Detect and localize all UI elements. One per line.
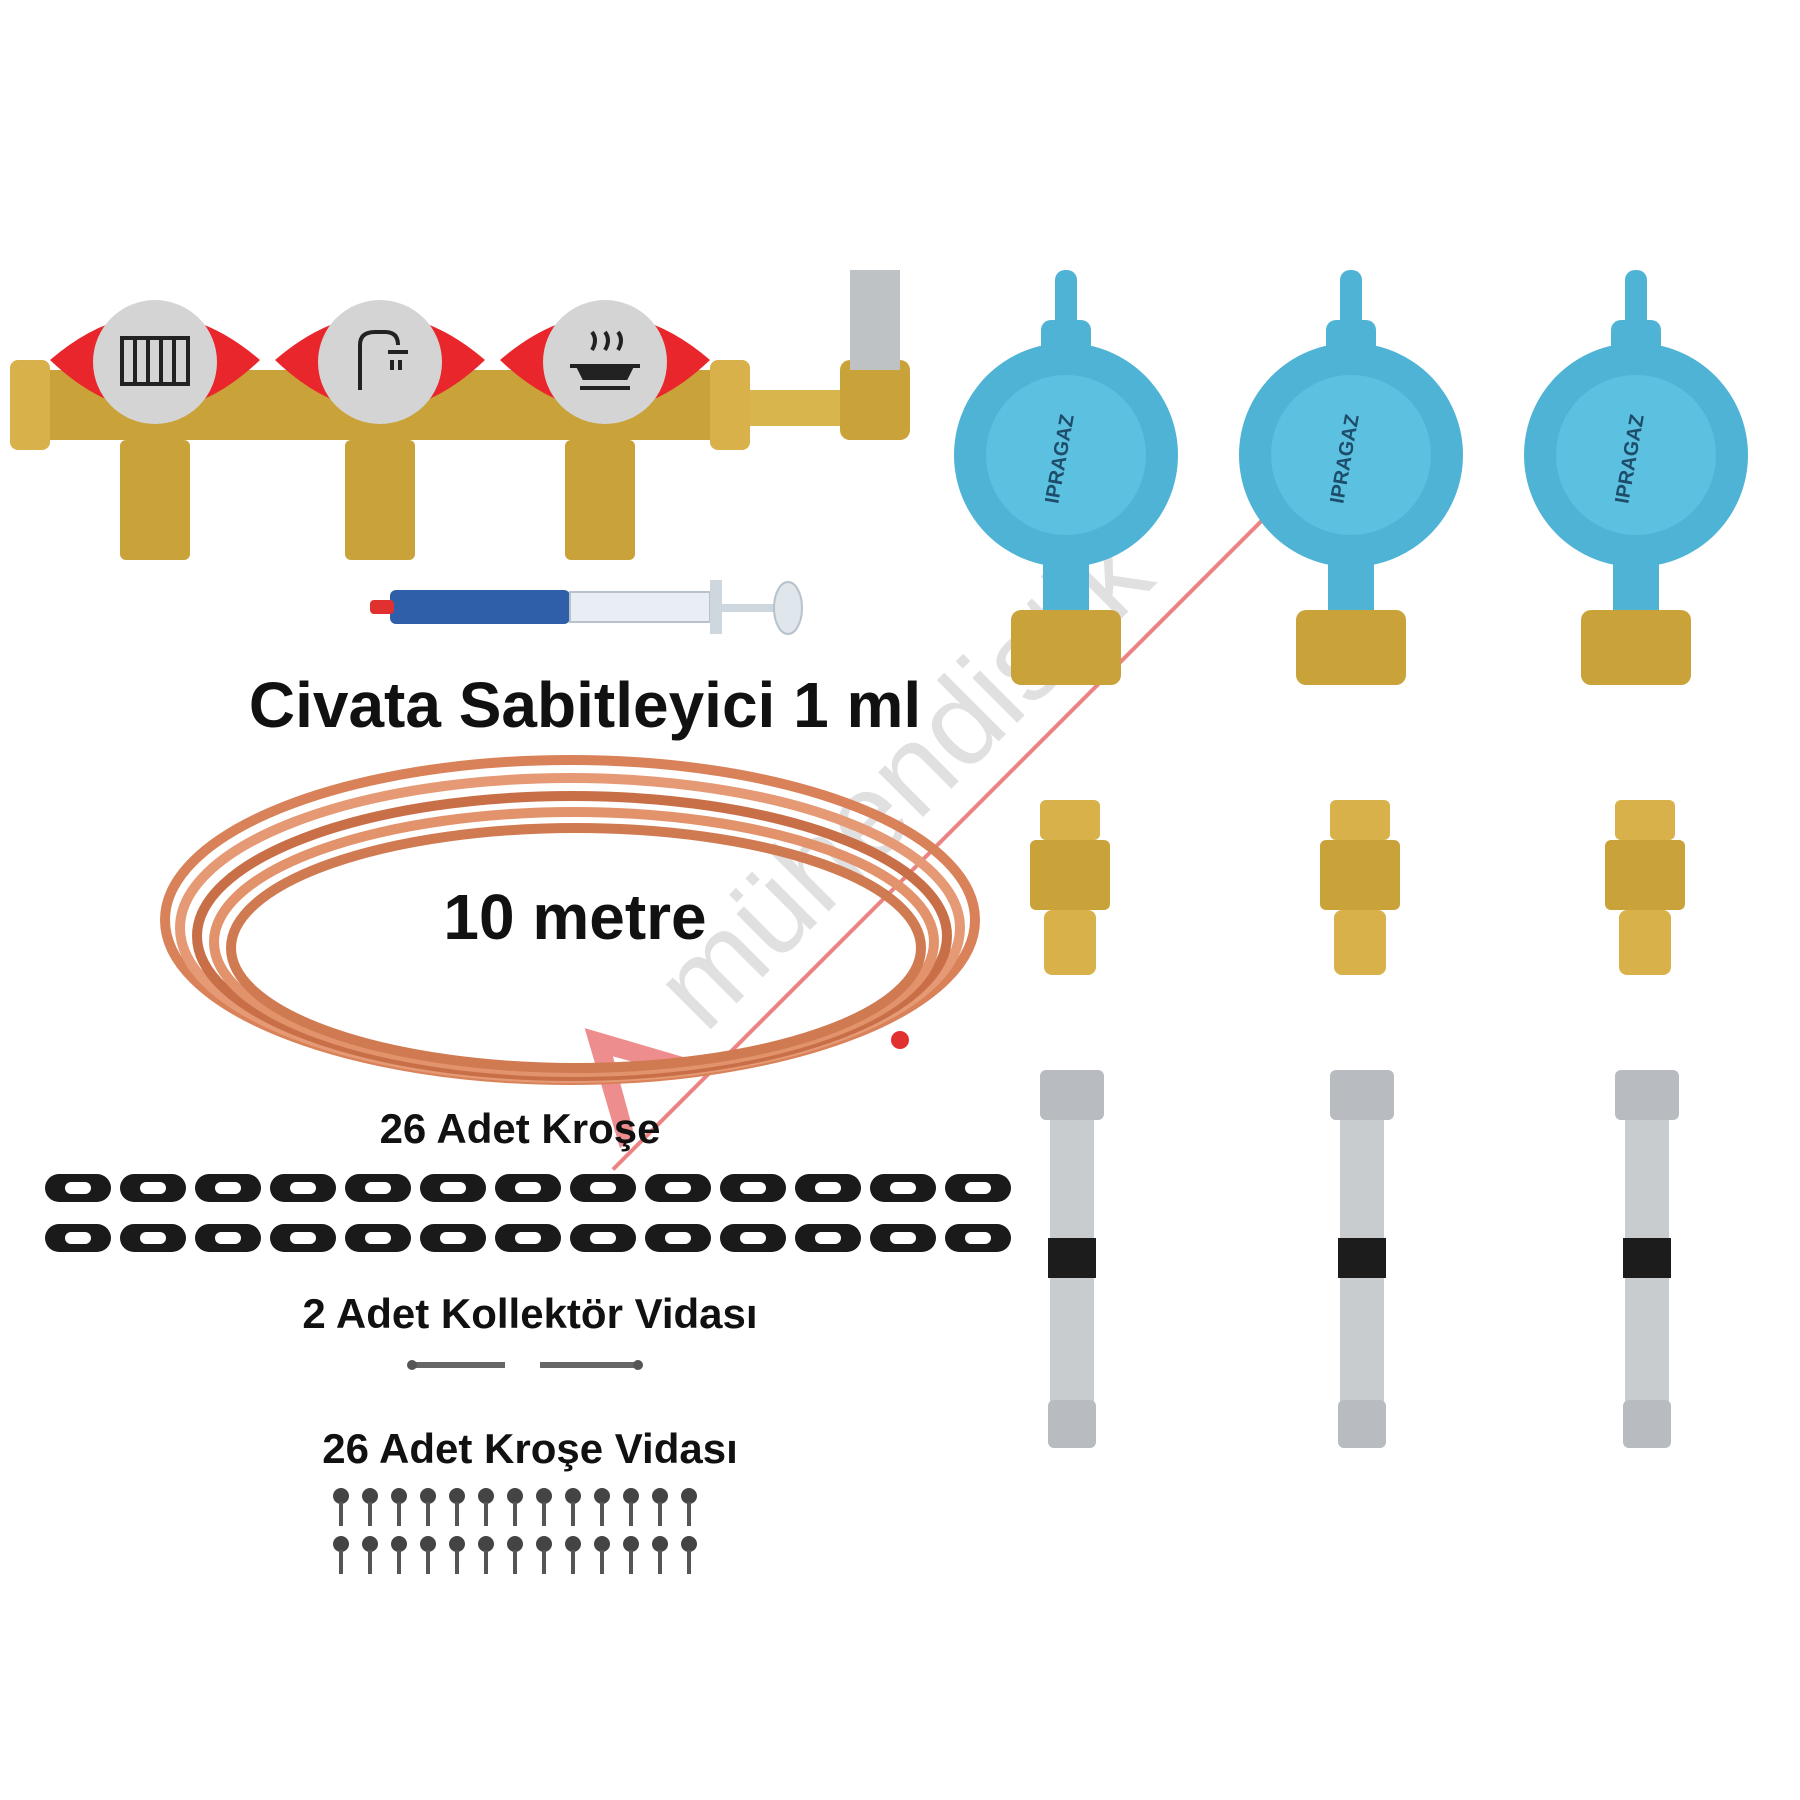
screw-icon <box>362 1536 378 1574</box>
screw-icon <box>681 1488 697 1526</box>
clip-icon <box>420 1174 486 1202</box>
clip-icon <box>720 1174 786 1202</box>
screw-icon <box>536 1488 552 1526</box>
clip-icon <box>870 1174 936 1202</box>
clip-icon <box>495 1174 561 1202</box>
clip-icon <box>720 1224 786 1252</box>
gas-regulator: IPRAGAZ <box>954 270 1178 685</box>
collector-screw <box>407 1360 505 1370</box>
thread-locker-syringe <box>370 580 803 635</box>
flex-hoses <box>1040 1070 1679 1448</box>
screw-icon <box>420 1488 436 1526</box>
brass-adapter <box>1320 800 1400 975</box>
thread-locker-label: Civata Sabitleyici 1 ml <box>248 669 922 741</box>
cooktop-icon <box>570 330 640 390</box>
pipe-length-label: 10 metre <box>443 881 707 953</box>
flex-hose <box>1040 1070 1104 1448</box>
screw-icon <box>681 1536 697 1574</box>
gas-manifold <box>10 270 910 560</box>
clip-icon <box>345 1174 411 1202</box>
clip-screws-label: 26 Adet Kroşe Vidası <box>322 1425 738 1472</box>
screw-icon <box>362 1488 378 1526</box>
flex-hose <box>1330 1070 1394 1448</box>
clip-icon <box>570 1174 636 1202</box>
screw-icon <box>333 1488 349 1526</box>
collector-screw <box>540 1360 643 1370</box>
radiator-icon <box>120 336 190 386</box>
clip-icon <box>45 1224 111 1252</box>
clip-icon <box>420 1224 486 1252</box>
screw-icon <box>391 1488 407 1526</box>
clip-icon <box>195 1174 261 1202</box>
clip-icon <box>795 1224 861 1252</box>
clip-icon <box>495 1224 561 1252</box>
brass-adapter <box>1605 800 1685 975</box>
screw-icon <box>449 1536 465 1574</box>
clip-icon <box>120 1224 186 1252</box>
screw-icon <box>478 1536 494 1574</box>
regulators: IPRAGAZ IPRAGAZ IPRAGAZ <box>954 270 1748 685</box>
outlet-fittings <box>120 440 635 560</box>
clips-grid <box>45 1174 1011 1252</box>
valve-cooktop <box>500 300 710 424</box>
clip-icon <box>270 1174 336 1202</box>
collector-screws-label: 2 Adet Kollektör Vidası <box>302 1290 758 1337</box>
screw-icon <box>565 1536 581 1574</box>
valve-shower <box>275 300 485 424</box>
clip-icon <box>120 1174 186 1202</box>
clip-icon <box>945 1174 1011 1202</box>
valve-radiator <box>50 300 260 424</box>
shower-icon <box>358 330 408 390</box>
screw-icon <box>391 1536 407 1574</box>
gas-regulator: IPRAGAZ <box>1524 270 1748 685</box>
screw-icon <box>333 1536 349 1574</box>
clips-label: 26 Adet Kroşe <box>379 1105 661 1152</box>
screw-icon <box>507 1488 523 1526</box>
screw-icon <box>536 1536 552 1574</box>
adapters <box>1030 800 1685 975</box>
clip-icon <box>645 1174 711 1202</box>
flex-hose <box>1615 1070 1679 1448</box>
screw-icon <box>507 1536 523 1574</box>
screw-icon <box>420 1536 436 1574</box>
screw-icon <box>594 1536 610 1574</box>
clip-icon <box>45 1174 111 1202</box>
screw-icon <box>652 1536 668 1574</box>
clip-icon <box>645 1224 711 1252</box>
clip-icon <box>945 1224 1011 1252</box>
screw-icon <box>652 1488 668 1526</box>
screw-icon <box>623 1488 639 1526</box>
copper-pipe-coil <box>160 755 980 1085</box>
clip-icon <box>195 1224 261 1252</box>
screw-icon <box>478 1488 494 1526</box>
clip-icon <box>795 1174 861 1202</box>
brass-adapter <box>1030 800 1110 975</box>
screw-icon <box>623 1536 639 1574</box>
clip-icon <box>870 1224 936 1252</box>
clip-screws-grid <box>333 1488 697 1574</box>
collector-screws <box>407 1360 643 1370</box>
screw-icon <box>594 1488 610 1526</box>
screw-icon <box>565 1488 581 1526</box>
gas-regulator: IPRAGAZ <box>1239 270 1463 685</box>
clip-icon <box>570 1224 636 1252</box>
clip-icon <box>270 1224 336 1252</box>
screw-icon <box>449 1488 465 1526</box>
clip-icon <box>345 1224 411 1252</box>
